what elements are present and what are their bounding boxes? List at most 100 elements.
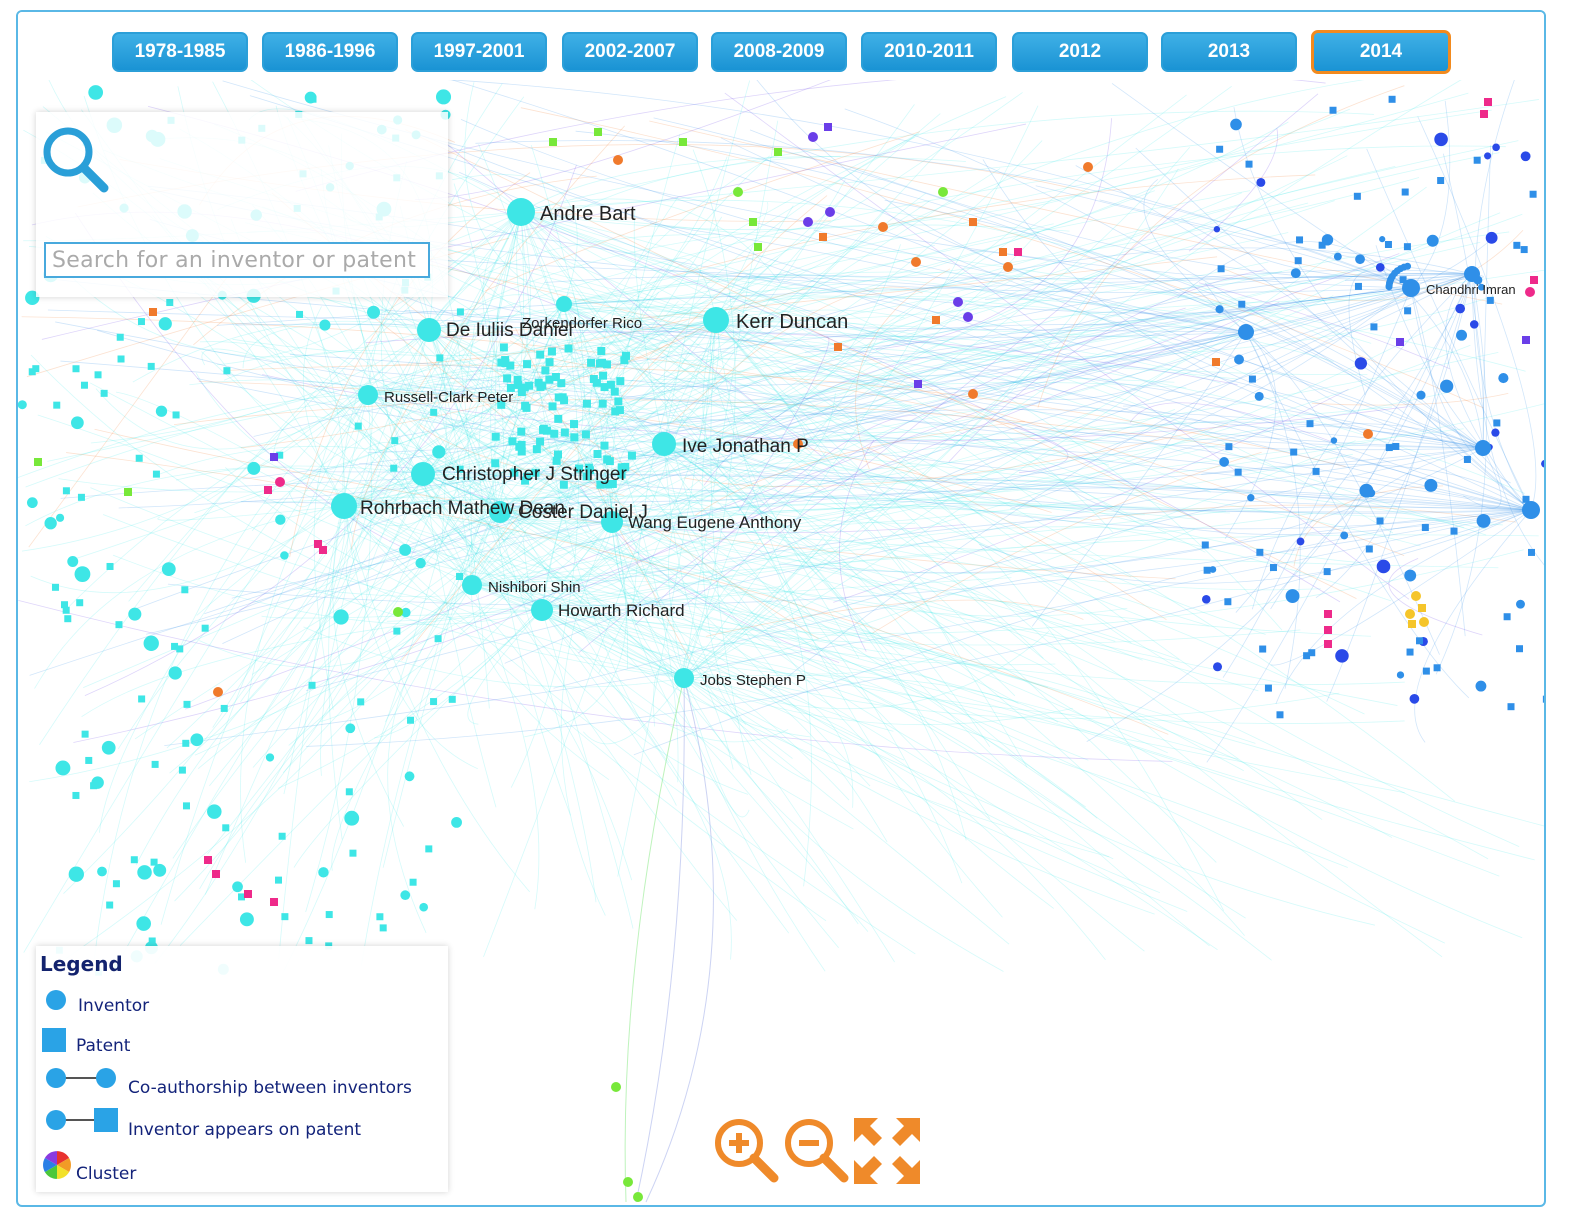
inventor-node[interactable] xyxy=(451,817,462,828)
patent-node[interactable] xyxy=(1270,564,1277,571)
inventor-node[interactable] xyxy=(213,687,223,697)
patent-node[interactable] xyxy=(149,308,157,316)
inventor-node[interactable] xyxy=(611,1082,621,1092)
patent-node[interactable] xyxy=(275,877,282,884)
patent-node[interactable] xyxy=(549,138,557,146)
patent-node[interactable] xyxy=(346,788,353,795)
patent-node[interactable] xyxy=(599,400,607,408)
inventor-node[interactable] xyxy=(1003,262,1013,272)
inventor-node[interactable] xyxy=(1213,662,1222,671)
inventor-node[interactable] xyxy=(1525,287,1535,297)
inventor-node[interactable] xyxy=(803,217,813,227)
node-label[interactable]: Zorkendorfer Rico xyxy=(522,315,642,332)
patent-node[interactable] xyxy=(152,761,159,768)
patent-node[interactable] xyxy=(1330,107,1337,114)
hub-inventor-node[interactable] xyxy=(462,575,482,595)
inventor-node[interactable] xyxy=(275,477,285,487)
patent-node[interactable] xyxy=(1513,242,1520,249)
inventor-node[interactable] xyxy=(88,85,103,100)
patent-node[interactable] xyxy=(1516,645,1523,652)
patent-node[interactable] xyxy=(1355,283,1362,290)
inventor-node[interactable] xyxy=(232,881,243,892)
inventor-node[interactable] xyxy=(623,1177,633,1187)
year-button-2010-2011[interactable]: 2010-2011 xyxy=(861,32,997,72)
inventor-node[interactable] xyxy=(1334,253,1342,261)
patent-node[interactable] xyxy=(136,455,143,462)
inventor-node[interactable] xyxy=(1455,304,1465,314)
inventor-node[interactable] xyxy=(56,514,64,522)
patent-node[interactable] xyxy=(1307,420,1314,427)
inventor-node[interactable] xyxy=(162,562,176,576)
patent-node[interactable] xyxy=(1265,685,1272,692)
patent-node[interactable] xyxy=(583,400,591,408)
patent-node[interactable] xyxy=(1480,110,1488,118)
inventor-node[interactable] xyxy=(240,912,254,926)
patent-node[interactable] xyxy=(1224,598,1231,605)
inventor-node[interactable] xyxy=(69,867,84,882)
inventor-node[interactable] xyxy=(55,761,70,776)
patent-node[interactable] xyxy=(138,695,145,702)
patent-node[interactable] xyxy=(457,308,464,315)
inventor-node[interactable] xyxy=(938,187,948,197)
patent-node[interactable] xyxy=(774,148,782,156)
patent-node[interactable] xyxy=(53,402,60,409)
patent-node[interactable] xyxy=(124,488,132,496)
patent-node[interactable] xyxy=(204,856,212,864)
inventor-node[interactable] xyxy=(1397,671,1404,678)
inventor-node[interactable] xyxy=(345,723,355,733)
patent-node[interactable] xyxy=(223,367,230,374)
node-label[interactable]: Ive Jonathan P xyxy=(682,436,809,457)
patent-node[interactable] xyxy=(508,437,516,445)
patent-node[interactable] xyxy=(85,757,92,764)
patent-node[interactable] xyxy=(281,913,288,920)
patent-node[interactable] xyxy=(1246,161,1253,168)
patent-node[interactable] xyxy=(514,376,522,384)
inventor-node[interactable] xyxy=(1377,560,1391,574)
patent-node[interactable] xyxy=(63,607,70,614)
patent-node[interactable] xyxy=(131,856,138,863)
patent-node[interactable] xyxy=(1370,323,1377,330)
year-button-2014[interactable]: 2014 xyxy=(1311,30,1451,74)
inventor-node[interactable] xyxy=(207,804,222,819)
patent-node[interactable] xyxy=(1396,338,1404,346)
patent-node[interactable] xyxy=(238,893,245,900)
patent-node[interactable] xyxy=(500,343,508,351)
patent-node[interactable] xyxy=(834,343,842,351)
inventor-node[interactable] xyxy=(318,867,328,877)
patent-node[interactable] xyxy=(1530,276,1538,284)
hub-inventor-node[interactable] xyxy=(674,668,694,688)
patent-node[interactable] xyxy=(1521,246,1528,253)
patent-node[interactable] xyxy=(32,365,39,372)
inventor-node[interactable] xyxy=(1355,357,1367,369)
patent-node[interactable] xyxy=(1474,157,1481,164)
patent-node[interactable] xyxy=(264,486,272,494)
patent-node[interactable] xyxy=(554,450,562,458)
year-button-1997-2001[interactable]: 1997-2001 xyxy=(411,32,547,72)
patent-node[interactable] xyxy=(153,471,160,478)
patent-node[interactable] xyxy=(1408,620,1416,628)
patent-node[interactable] xyxy=(501,356,509,364)
patent-node[interactable] xyxy=(536,438,544,446)
node-label[interactable]: Nishibori Shin xyxy=(488,579,581,596)
patent-node[interactable] xyxy=(1407,649,1414,656)
patent-node[interactable] xyxy=(554,415,562,423)
patent-node[interactable] xyxy=(539,426,547,434)
hub-inventor-node[interactable] xyxy=(411,462,435,486)
year-button-2012[interactable]: 2012 xyxy=(1012,32,1148,72)
patent-node[interactable] xyxy=(270,453,278,461)
inventor-node[interactable] xyxy=(1083,162,1093,172)
inventor-node[interactable] xyxy=(1405,609,1415,619)
patent-node[interactable] xyxy=(1259,646,1266,653)
patent-node[interactable] xyxy=(279,833,286,840)
inventor-node[interactable] xyxy=(1219,457,1229,467)
patent-node[interactable] xyxy=(390,465,397,472)
patent-node[interactable] xyxy=(549,402,557,410)
patent-node[interactable] xyxy=(541,366,549,374)
patent-node[interactable] xyxy=(611,407,619,415)
patent-node[interactable] xyxy=(222,824,229,831)
patent-node[interactable] xyxy=(305,937,312,944)
year-button-2008-2009[interactable]: 2008-2009 xyxy=(711,32,847,72)
patent-node[interactable] xyxy=(517,428,525,436)
patent-node[interactable] xyxy=(1218,265,1225,272)
patent-node[interactable] xyxy=(63,487,70,494)
